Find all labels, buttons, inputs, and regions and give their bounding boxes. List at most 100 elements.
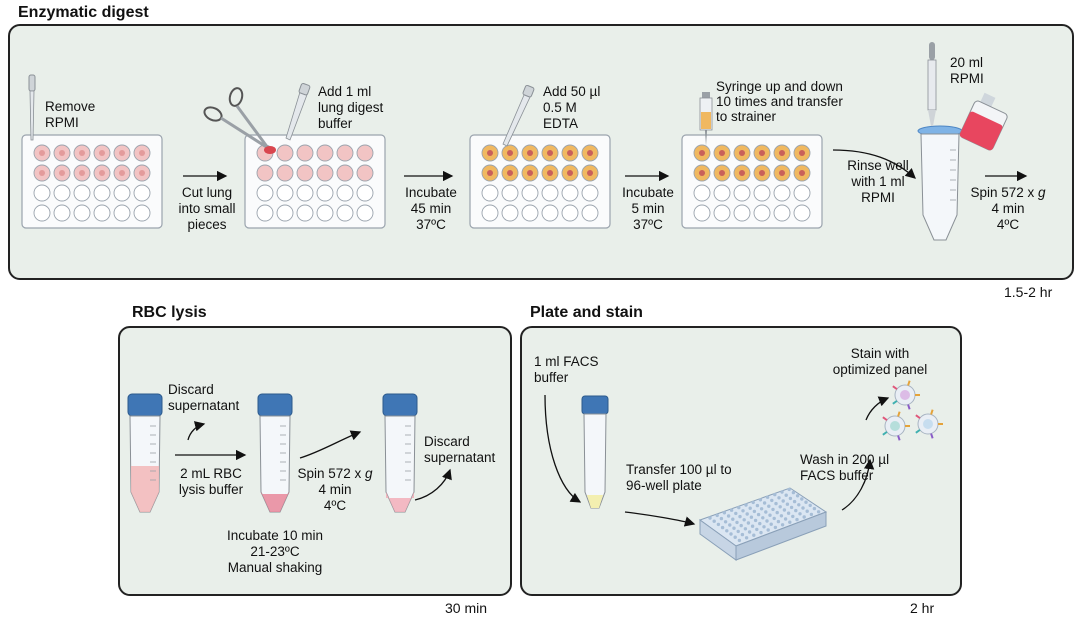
remove-line-1: Remove — [45, 99, 96, 114]
rinse-line-3: RPMI — [861, 190, 895, 205]
well — [733, 204, 751, 222]
rinse-line-2: with 1 ml — [851, 174, 905, 189]
well — [33, 184, 51, 202]
well — [773, 204, 791, 222]
arrow-wash — [841, 458, 875, 511]
arrow-rbc-2 — [299, 430, 362, 459]
edta-line-2: 0.5 M — [543, 100, 577, 115]
arrow-discard-2 — [414, 468, 452, 501]
well — [733, 184, 751, 202]
well — [133, 184, 151, 202]
step-spin-2: Spin 572 x g 4 min 4ºC — [290, 466, 380, 514]
well — [296, 184, 314, 202]
plate-stain-title: Plate and stain — [530, 304, 643, 321]
well — [336, 184, 354, 202]
syringe-icon — [699, 92, 713, 146]
step-rbc-buffer: 2 mL RBC lysis buffer — [172, 466, 250, 498]
step-incubate-45: Incubate 45 min 37ºC — [396, 185, 466, 233]
well — [481, 184, 499, 202]
stain-line-2: optimized panel — [832, 362, 928, 377]
well — [276, 144, 294, 162]
serological-pipette-icon — [927, 42, 937, 126]
arrow-transfer — [624, 511, 696, 527]
well — [773, 184, 791, 202]
well — [73, 184, 91, 202]
enzymatic-duration: 1.5-2 hr — [1004, 284, 1053, 300]
transfer-line-1: Transfer 100 µl to — [626, 462, 732, 477]
spin1-g: g — [1038, 185, 1046, 200]
well — [713, 184, 731, 202]
discard2-line-2: supernatant — [424, 450, 496, 465]
well — [501, 184, 519, 202]
facs-line-1: 1 ml FACS — [534, 354, 599, 369]
well — [561, 184, 579, 202]
spin1-line-2: 4 min — [991, 201, 1025, 216]
scissors-icon — [203, 87, 270, 150]
add-buffer-line-3: buffer — [318, 116, 353, 131]
well — [316, 204, 334, 222]
incubate3-line-3: Manual shaking — [227, 560, 323, 575]
step-discard-2: Discard supernatant — [424, 434, 495, 466]
incubate3-line-2: 21-23ºC — [250, 544, 300, 559]
step-add-edta: Add 50 µl 0.5 M EDTA — [543, 84, 600, 132]
well — [336, 204, 354, 222]
syringe-line-2: 10 times and transfer — [716, 94, 843, 109]
well — [521, 184, 539, 202]
arrow-facs — [544, 394, 582, 503]
enzymatic-digest-title: Enzymatic digest — [18, 4, 149, 21]
step-stain: Stain with optimized panel — [820, 346, 940, 378]
pipette-icon — [28, 74, 36, 141]
96-well-plate — [698, 487, 828, 561]
edta-line-1: Add 50 µl — [543, 84, 601, 99]
well — [53, 184, 71, 202]
step-incubate-10: Incubate 10 min 21-23ºC Manual shaking — [205, 528, 345, 576]
spin1-line-1: Spin 572 x g — [958, 185, 1058, 201]
well — [336, 164, 354, 182]
spin1-line-3: 4ºC — [996, 217, 1020, 232]
arrow-discard-1 — [187, 421, 206, 441]
well — [541, 184, 559, 202]
well — [336, 144, 354, 162]
well — [356, 204, 374, 222]
step-spin-1: Spin 572 x g 4 min 4ºC — [958, 185, 1058, 233]
well-plate-3 — [469, 134, 611, 229]
cut-line-3: pieces — [187, 217, 227, 232]
spin2-g: g — [365, 466, 373, 481]
rbc-tube-3 — [382, 393, 418, 513]
syringe-line-1: Syringe up and down — [716, 79, 843, 94]
step-cut-lung: Cut lung into small pieces — [172, 185, 242, 233]
rbc-buffer-line-2: lysis buffer — [178, 482, 244, 497]
well — [33, 204, 51, 222]
rbc-duration: 30 min — [445, 600, 488, 616]
stain-line-1: Stain with — [850, 346, 910, 361]
cut-line-1: Cut lung — [181, 185, 233, 200]
spin2-pre: Spin 572 x — [297, 466, 366, 481]
step-syringe: Syringe up and down 10 times and transfe… — [716, 79, 843, 124]
step-incubate-5: Incubate 5 min 37ºC — [612, 185, 684, 233]
well — [296, 204, 314, 222]
pipette-tip-icon — [285, 82, 311, 141]
well — [693, 204, 711, 222]
conical-tube-strainer — [917, 125, 963, 241]
well — [793, 184, 811, 202]
well — [481, 204, 499, 222]
rbc-lysis-panel — [118, 326, 512, 596]
wash-line-2: FACS buffer — [800, 468, 874, 483]
incubate1-line-3: 37ºC — [416, 217, 446, 232]
spin2-line-3: 4ºC — [323, 498, 347, 513]
rbc-lysis-title: RBC lysis — [132, 304, 207, 321]
discard1-line-1: Discard — [168, 382, 214, 397]
well — [521, 204, 539, 222]
well — [316, 144, 334, 162]
step-rinse: Rinse well with 1 ml RPMI — [838, 158, 918, 206]
well — [256, 204, 274, 222]
discard2-line-1: Discard — [424, 434, 470, 449]
well — [316, 164, 334, 182]
well-plate-1 — [21, 134, 163, 229]
well — [356, 184, 374, 202]
step-20ml-rpmi: 20 ml RPMI — [950, 55, 984, 87]
edta-line-3: EDTA — [543, 116, 579, 131]
rbc-tube-1 — [127, 393, 163, 513]
arrow-syringe-to-tube — [832, 149, 916, 179]
